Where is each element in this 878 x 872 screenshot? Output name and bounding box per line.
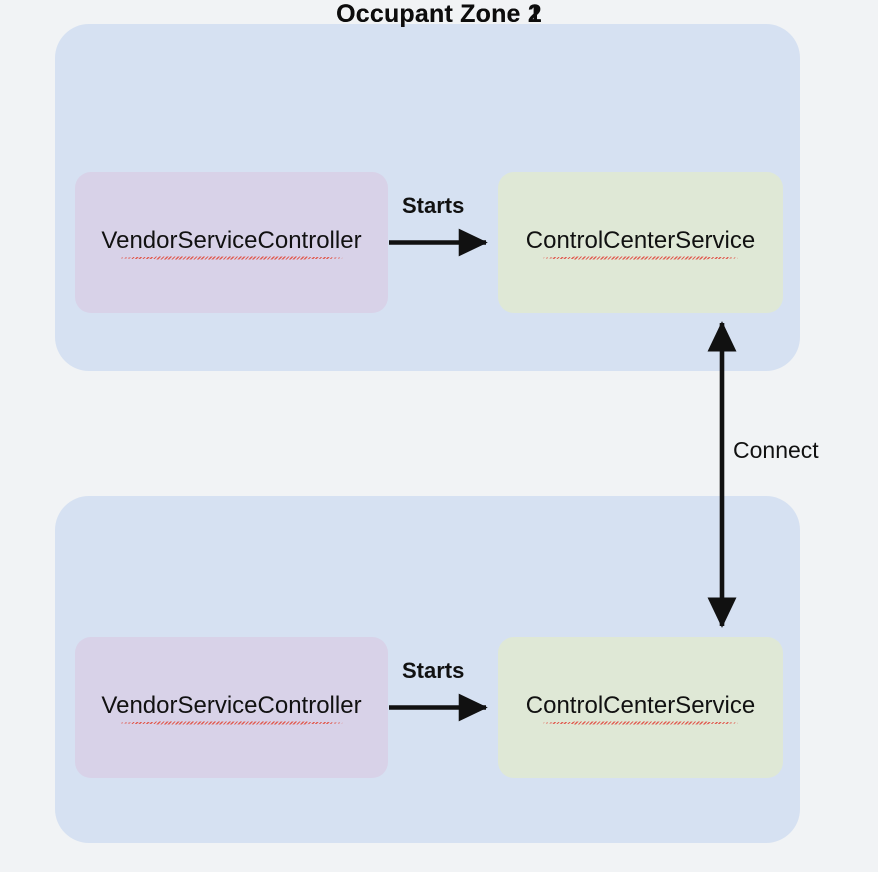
node-vendor-service-controller-zone-1[interactable]: VendorServiceController	[75, 172, 388, 313]
occupant-zone-2-title: Occupant Zone 2	[336, 0, 542, 28]
edge-label-starts-zone-2: Starts	[402, 658, 465, 683]
node-control-center-service-zone-1[interactable]: ControlCenterService	[498, 172, 783, 313]
node-label: ControlCenterService	[526, 692, 755, 721]
node-label: VendorServiceController	[101, 692, 361, 721]
node-control-center-service-zone-2[interactable]: ControlCenterService	[498, 637, 783, 778]
node-vendor-service-controller-zone-2[interactable]: VendorServiceController	[75, 637, 388, 778]
node-label: VendorServiceController	[101, 227, 361, 256]
occupant-zone-1-title: Occupant Zone 1	[336, 0, 542, 28]
node-label: ControlCenterService	[526, 227, 755, 256]
edge-label-connect: Connect	[733, 437, 819, 463]
edge-label-starts-zone-1: Starts	[402, 193, 465, 218]
